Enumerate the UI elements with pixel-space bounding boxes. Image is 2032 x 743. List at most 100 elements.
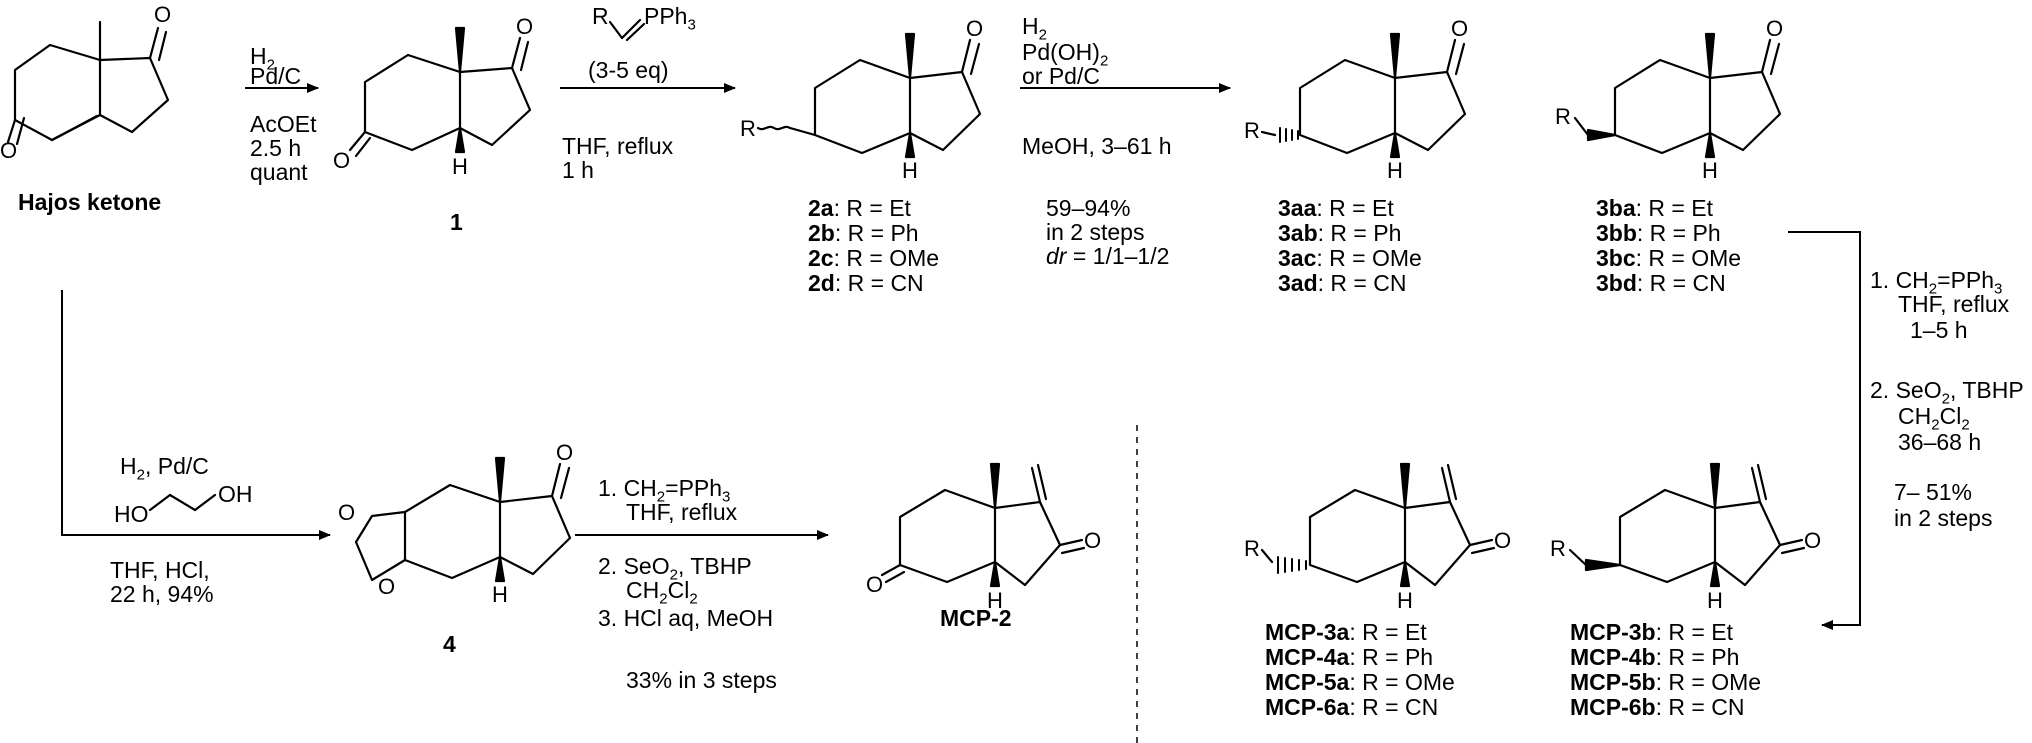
step-1-time: 2.5 h <box>250 135 302 161</box>
step-5-line-4: CH2Cl2 <box>626 577 698 608</box>
step-5-line-2: THF, reflux <box>626 499 738 525</box>
step-3-yield: 59–94% <box>1046 195 1131 221</box>
atom-label-o: O <box>1804 528 1822 553</box>
step-3-catalyst-alt: or Pd/C <box>1022 63 1100 89</box>
ylide-r-label: R <box>592 3 609 29</box>
structure-compound-4 <box>354 462 572 582</box>
step-6-yield-note: in 2 steps <box>1894 505 1993 531</box>
variant-row: 2c: R = OMe <box>808 245 940 271</box>
wedge-bond <box>1584 558 1622 572</box>
atom-label-r: R <box>1550 536 1566 561</box>
atom-label-o: O <box>866 572 884 597</box>
step-1-solvent: AcOEt <box>250 111 317 137</box>
structure-compound-1 <box>348 36 532 158</box>
wedge-bond <box>1709 462 1721 510</box>
atom-label-o: O <box>556 440 574 465</box>
variant-list-3a: 3aa: R = Et 3ab: R = Ph 3ac: R = OMe 3ad… <box>1278 196 1422 296</box>
step-4-reagent: H2, Pd/C <box>120 453 209 484</box>
atom-label-o: O <box>1084 528 1102 553</box>
atom-label-r: R <box>740 116 756 141</box>
variant-list-mcp-a: MCP-3a: R = Et MCP-4a: R = Ph MCP-5a: R … <box>1265 620 1455 720</box>
variant-row: MCP-3b: R = Et <box>1570 619 1733 645</box>
step-6-yield: 7– 51% <box>1894 479 1973 505</box>
structure-ylide <box>608 18 646 42</box>
wedge-bond <box>454 126 466 154</box>
wedge-bond <box>1709 560 1721 588</box>
step-3-dr: dr = 1/1–1/2 <box>1046 243 1170 269</box>
atom-label-o: O <box>333 148 351 173</box>
wedge-bond <box>1389 131 1401 159</box>
step-5-line-1: 1. CH2=PPh3 <box>598 475 731 506</box>
wedge-bond <box>904 32 916 80</box>
variant-list-3b: 3ba: R = Et 3bb: R = Ph 3bc: R = OMe 3bd… <box>1596 196 1741 296</box>
atom-label-h: H <box>1397 588 1413 613</box>
wedge-bond <box>454 26 466 74</box>
atom-label-h: H <box>1707 588 1723 613</box>
compound-name-hajos-ketone: Hajos ketone <box>18 189 162 215</box>
structure-mcp-a <box>1260 463 1496 587</box>
variant-list-mcp-b: MCP-3b: R = Et MCP-4b: R = Ph MCP-5b: R … <box>1570 620 1761 720</box>
variant-row: MCP-5b: R = OMe <box>1570 669 1762 695</box>
wedge-bond <box>1399 462 1411 510</box>
wedge-bond <box>1389 32 1401 80</box>
step-6-line-1: 1. CH2=PPh3 <box>1870 267 2003 298</box>
compound-name-1: 1 <box>450 209 463 235</box>
variant-row: MCP-5a: R = OMe <box>1265 669 1455 695</box>
variant-row: MCP-3a: R = Et <box>1265 619 1427 645</box>
variant-row: 2d: R = CN <box>808 270 924 296</box>
ylide-reagent-label: PPh3 <box>644 3 696 34</box>
step-1-catalyst: Pd/C <box>250 63 302 89</box>
step-6-line-2: THF, reflux <box>1898 291 2010 317</box>
atom-label-o: O <box>966 16 984 41</box>
variant-row: MCP-6b: R = CN <box>1570 694 1745 720</box>
atom-label-h: H <box>1702 158 1718 183</box>
structure-hajos-ketone <box>6 20 170 146</box>
atom-label-o: O <box>516 14 534 39</box>
hashed-bond <box>1277 556 1307 574</box>
atom-label-o: O <box>1451 16 1469 41</box>
atom-label-o: O <box>338 500 356 525</box>
step-3-yield-note: in 2 steps <box>1046 219 1145 245</box>
wedge-bond <box>1704 32 1716 80</box>
step-3-conditions: MeOH, 3–61 h <box>1022 133 1172 159</box>
hashed-bond <box>1279 127 1299 143</box>
step-4-yield: 22 h, 94% <box>110 581 214 607</box>
structure-mcp-2 <box>880 463 1086 587</box>
step-5-yield: 33% in 3 steps <box>626 667 777 693</box>
step-3-reagent: H2 <box>1022 13 1047 44</box>
step-6-line-5: CH2Cl2 <box>1898 403 1970 434</box>
variant-row: 3ba: R = Et <box>1596 195 1713 221</box>
variant-row: 3ad: R = CN <box>1278 270 1407 296</box>
atom-label-h: H <box>1387 158 1403 183</box>
wedge-bond <box>904 131 916 159</box>
variant-row: MCP-4a: R = Ph <box>1265 644 1434 670</box>
step-5-line-3: 2. SeO2, TBHP <box>598 553 752 584</box>
variant-row: MCP-6a: R = CN <box>1265 694 1439 720</box>
glycol-oh-label: OH <box>218 481 253 507</box>
variant-row: 3bc: R = OMe <box>1596 245 1742 271</box>
atom-label-h: H <box>492 582 508 607</box>
atom-label-o: O <box>154 2 172 27</box>
atom-label-o: O <box>378 574 396 599</box>
atom-label-o: O <box>1766 16 1784 41</box>
arrow-step-4 <box>61 290 331 540</box>
atom-label-o: O <box>0 138 18 163</box>
compound-name-mcp-2: MCP-2 <box>940 605 1012 631</box>
wedge-bond <box>989 560 1001 588</box>
wedge-bond <box>1586 128 1617 142</box>
wedge-bond <box>1399 560 1411 588</box>
variant-row: 3ab: R = Ph <box>1278 220 1402 246</box>
step-2-solvent: THF, reflux <box>562 133 674 159</box>
glycol-ho-label: HO <box>114 501 149 527</box>
atom-label-r: R <box>1244 118 1260 143</box>
wedge-bond <box>989 462 1001 510</box>
step-1-reagent: H2 <box>250 43 275 74</box>
atom-label-r: R <box>1244 536 1260 561</box>
variant-list-2: 2a: R = Et 2b: R = Ph 2c: R = OMe 2d: R … <box>808 196 939 296</box>
step-4-conditions: THF, HCl, <box>110 557 210 583</box>
structure-compound-2 <box>756 38 982 155</box>
wedge-bond <box>1704 131 1716 159</box>
variant-row: 2b: R = Ph <box>808 220 919 246</box>
step-3-catalyst: Pd(OH)2 <box>1022 39 1109 70</box>
step-6-line-3: 1–5 h <box>1910 317 1968 343</box>
